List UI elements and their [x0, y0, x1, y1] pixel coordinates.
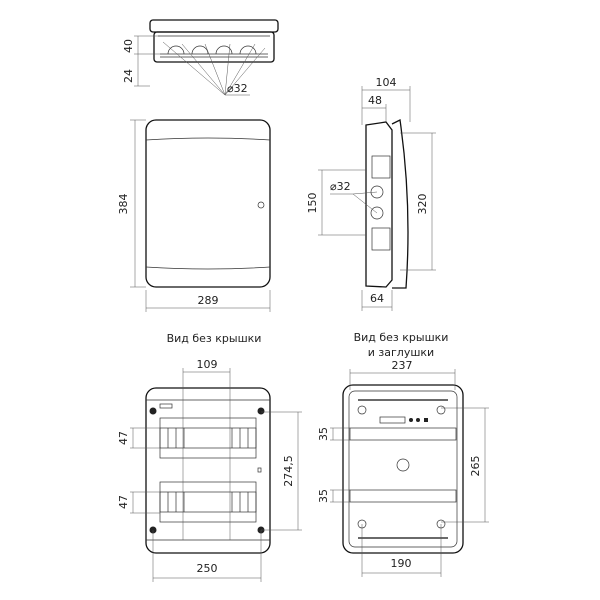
- dim-mount-width: 250: [197, 562, 218, 575]
- dim-rail-bottom: 35: [317, 489, 330, 503]
- dim-base-depth: 48: [368, 94, 382, 107]
- side-cover: [391, 119, 409, 289]
- front-cover: [145, 119, 271, 288]
- base-top: [153, 31, 275, 63]
- view-no-cover: Вид без крышки 109 47 47 274,5 250: [117, 332, 302, 582]
- cover-top: [149, 19, 279, 33]
- lock-knob: [257, 201, 265, 209]
- view-title: Вид без крышки: [167, 332, 262, 345]
- dim-inner-height: 320: [416, 194, 429, 215]
- side-view: 104 48 320 150 ⌀32 64: [306, 76, 436, 311]
- dim-base-height: 24: [122, 69, 135, 83]
- dim-side-hole: ⌀32: [330, 180, 351, 193]
- view-title-line2: и заглушки: [368, 346, 434, 359]
- dim-rail-top: 35: [317, 427, 330, 441]
- dim-hole-diameter: ⌀32: [227, 82, 248, 95]
- dim-mount-height: 274,5: [282, 455, 295, 487]
- dim-mount-height: 265: [469, 456, 482, 477]
- top-view: 40 24 ⌀32: [122, 19, 279, 96]
- view-no-cover-no-plug: Вид без крышки и заглушки 237 35 35 265 …: [317, 331, 489, 577]
- dim-hole-spacing: 150: [306, 193, 319, 214]
- cable-hole: [396, 458, 410, 472]
- dim-cover-height: 40: [122, 39, 135, 53]
- dim-mount-width: 190: [391, 557, 412, 570]
- dim-module-bottom: 47: [117, 495, 130, 509]
- dim-front-width: 289: [198, 294, 219, 307]
- dim-rail-spacing: 109: [197, 358, 218, 371]
- dim-bottom-depth: 64: [370, 292, 384, 305]
- dim-total-depth: 104: [376, 76, 397, 89]
- dim-width: 237: [392, 359, 413, 372]
- view-title-line1: Вид без крышки: [354, 331, 449, 344]
- side-base: [365, 121, 393, 288]
- dim-module-top: 47: [117, 431, 130, 445]
- front-view: 384 289: [117, 119, 271, 312]
- dim-front-height: 384: [117, 194, 130, 215]
